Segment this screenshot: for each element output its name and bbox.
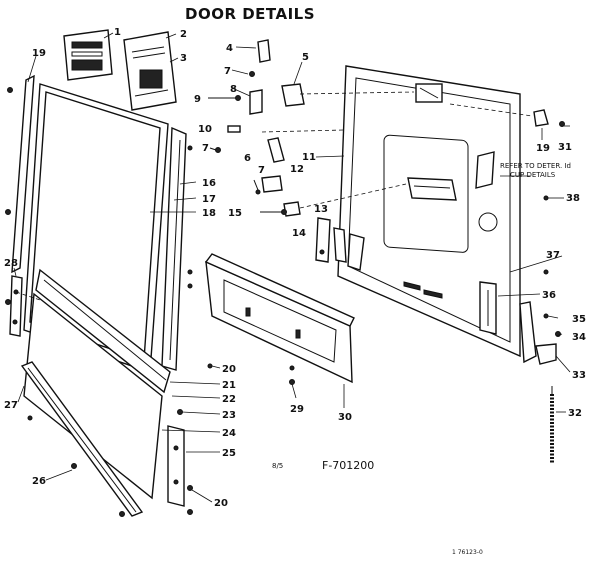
callout-14: 14 — [292, 228, 306, 239]
callout-35: 35 — [572, 314, 586, 325]
callout-33: 33 — [572, 370, 586, 381]
part-8-bracket — [249, 89, 263, 115]
callout-37: 37 — [546, 250, 560, 261]
callout-3: 3 — [180, 53, 187, 64]
part-5-latch — [281, 83, 305, 107]
callout-27: 27 — [4, 400, 18, 411]
part-11-inner-door-liner — [337, 65, 521, 358]
part-19-left-trim — [11, 74, 35, 274]
diagram-title: DOOR DETAILS — [185, 5, 315, 23]
cup-note-line-1: REFER TO DETER. Id — [500, 162, 571, 170]
callout-16: 16 — [202, 178, 216, 189]
model-number: F-701200 — [322, 459, 374, 472]
callout-38: 38 — [566, 193, 580, 204]
part-13-clip — [283, 201, 301, 217]
part-2-3-label-card — [123, 31, 177, 111]
callout-22: 22 — [222, 394, 236, 405]
callout-24: 24 — [222, 428, 236, 439]
dispenser-cup-detail — [407, 151, 495, 201]
callout-20b: 20 — [214, 498, 228, 509]
callout-7a: 7 — [224, 66, 231, 77]
callout-23: 23 — [222, 410, 236, 421]
cup-note-line-2: CUP DETAILS — [510, 171, 556, 179]
callout-10: 10 — [198, 124, 212, 135]
part-27-bottom-rail — [20, 361, 144, 517]
part-30-access-panel — [204, 253, 355, 384]
callout-11: 11 — [302, 152, 316, 163]
part-4-hinge-plate — [257, 39, 271, 63]
small-code: 8/5 — [272, 462, 283, 470]
part-1-label-card — [63, 29, 113, 81]
callout-30: 30 — [338, 412, 352, 423]
callout-28: 28 — [4, 258, 18, 269]
callout-5: 5 — [302, 52, 309, 63]
corner-code: 1 76123-0 — [452, 549, 483, 556]
screws — [5, 71, 565, 517]
callout-7c: 7 — [258, 165, 265, 176]
callout-18: 18 — [202, 208, 216, 219]
callout-21: 21 — [222, 380, 236, 391]
part-6-latch-body — [267, 137, 285, 163]
callout-19a: 19 — [32, 48, 46, 59]
leader-lines — [13, 32, 571, 503]
callout-36: 36 — [542, 290, 556, 301]
part-10-rod — [227, 125, 241, 133]
callout-4: 4 — [226, 43, 233, 54]
callout-8: 8 — [230, 84, 237, 95]
callout-26: 26 — [32, 476, 46, 487]
part-36-right-hinge — [479, 281, 497, 335]
callout-32: 32 — [568, 408, 582, 419]
callout-labels: 1 2 3 4 5 6 7 7 7 8 9 10 11 12 13 14 15 … — [4, 27, 586, 509]
callout-1: 1 — [114, 27, 121, 38]
callout-29: 29 — [290, 404, 304, 415]
part-16-side-trim — [161, 126, 187, 371]
callout-31: 31 — [558, 142, 572, 153]
callout-6: 6 — [244, 153, 251, 164]
callout-12: 12 — [290, 164, 304, 175]
callout-7b: 7 — [202, 143, 209, 154]
callout-9: 9 — [194, 94, 201, 105]
part-24-toe-panel — [23, 268, 171, 500]
callout-34: 34 — [572, 332, 586, 343]
part-14-hinge-bracket — [315, 217, 365, 271]
callout-2: 2 — [180, 29, 187, 40]
part-33-hinge-arm — [519, 301, 557, 365]
part-25-end-cap — [167, 425, 185, 507]
assembly-lines — [15, 91, 533, 301]
callout-25: 25 — [222, 448, 236, 459]
callout-20a: 20 — [222, 364, 236, 375]
callout-17: 17 — [202, 194, 216, 205]
part-12-handle — [261, 175, 283, 193]
callout-15: 15 — [228, 208, 242, 219]
part-28-bracket — [9, 275, 23, 337]
callout-19b: 19 — [536, 143, 550, 154]
part-19-latch-right — [533, 109, 549, 127]
callout-13: 13 — [314, 204, 328, 215]
